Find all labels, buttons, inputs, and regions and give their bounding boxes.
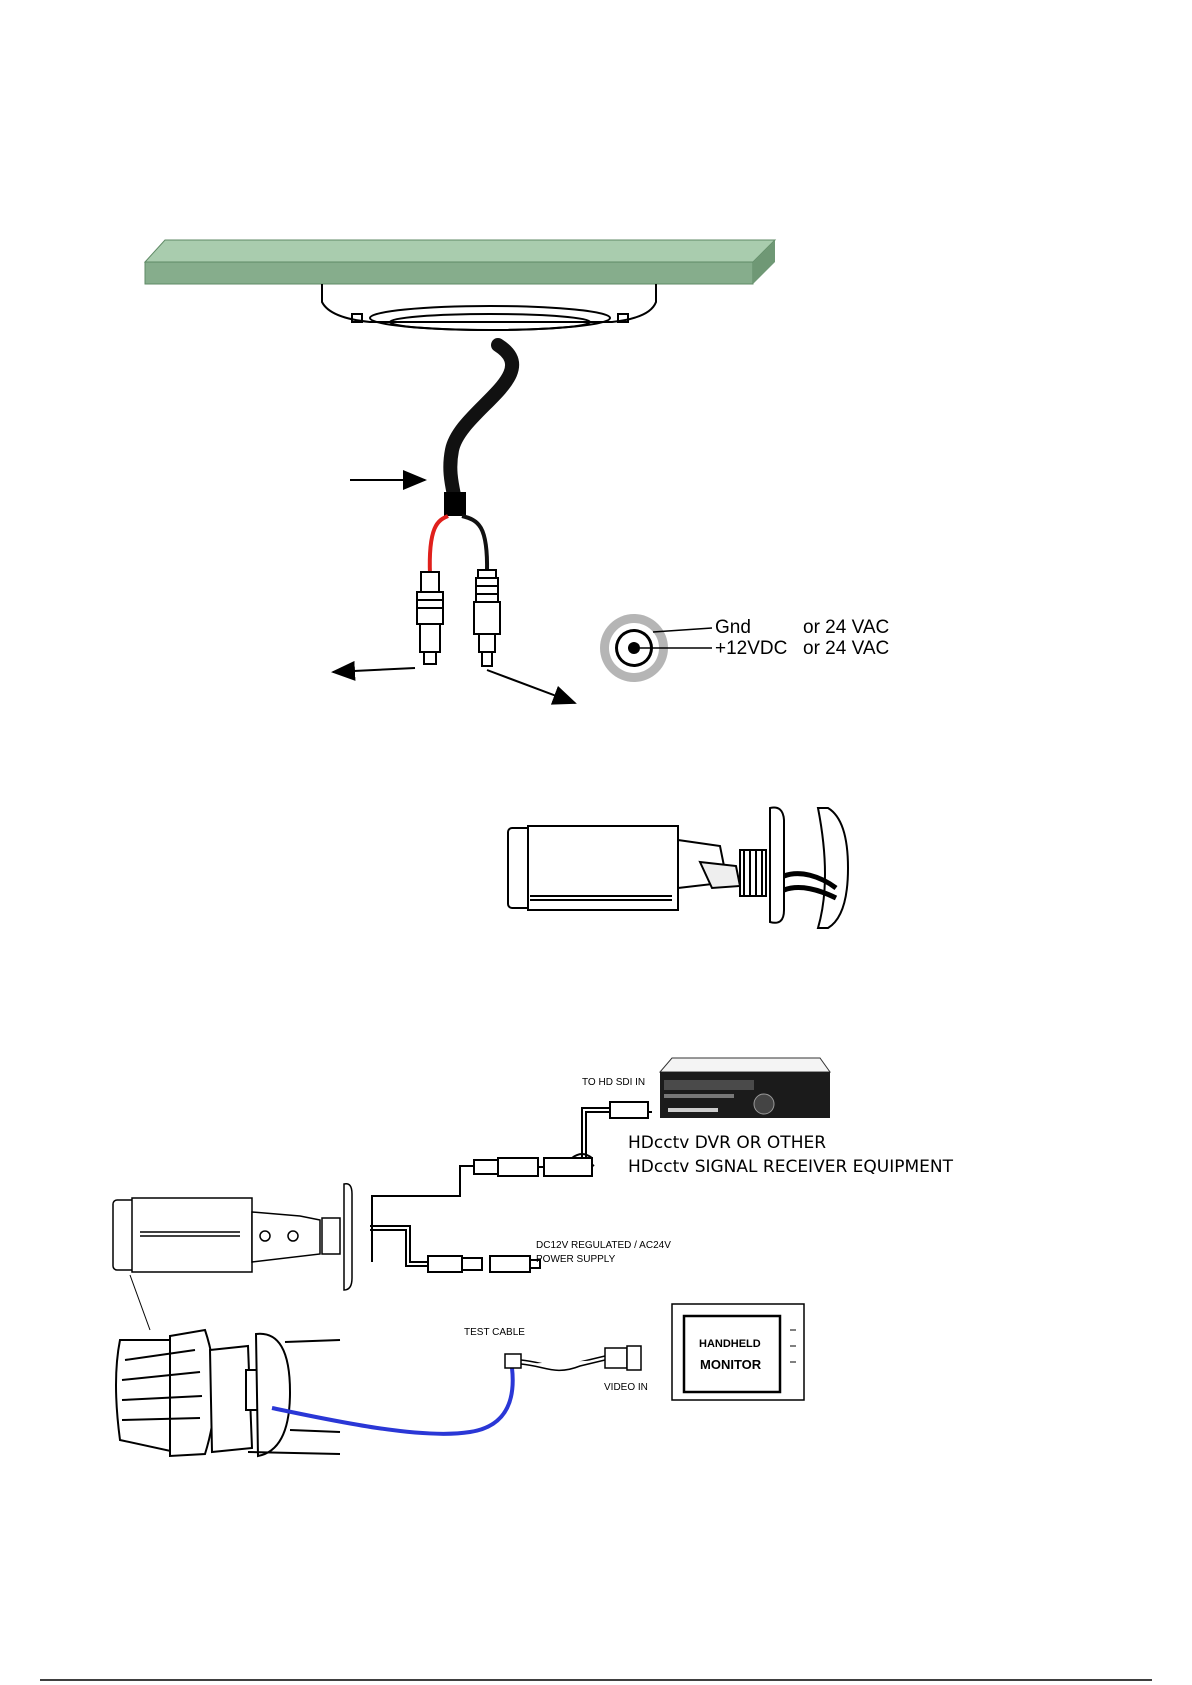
ceiling-panel: [145, 240, 775, 284]
dvr-label-line2: HDcctv SIGNAL RECEIVER EQUIPMENT: [628, 1157, 954, 1177]
mount-base: [322, 284, 656, 330]
test-cable-label: TEST CABLE: [464, 1327, 525, 1338]
camera-wiring-view: [113, 1184, 352, 1290]
bnc-connector: [417, 572, 443, 664]
ac24-label-1: or 24 VAC: [803, 617, 889, 638]
power-supply-label-line2: POWER SUPPLY: [536, 1254, 616, 1265]
gnd-label: Gnd: [715, 617, 751, 638]
test-cable-wire: [272, 1368, 513, 1434]
monitor-icon: [672, 1304, 804, 1400]
monitor-label-line1: HANDHELD: [699, 1338, 761, 1350]
dc-plug: [474, 570, 500, 666]
dc-jack-icon: [600, 614, 712, 682]
camera-side-view: [508, 808, 848, 929]
detail-leader-line: [130, 1275, 150, 1330]
to-hd-sdi-label: TO HD SDI IN: [582, 1077, 645, 1088]
video-arrow: [333, 668, 415, 672]
plus12v-label: +12VDC: [715, 638, 787, 659]
dvr-unit-icon: [660, 1058, 830, 1118]
sdi-cable: [372, 1102, 652, 1262]
dvr-label-line1: HDcctv DVR OR OTHER: [628, 1133, 826, 1153]
test-cable-connector: [505, 1346, 641, 1370]
power-supply-label-line1: DC12V REGULATED / AC24V: [536, 1240, 671, 1251]
power-arrow: [487, 670, 575, 703]
ac24-label-2: or 24 VAC: [803, 638, 889, 659]
monitor-label-line2: MONITOR: [700, 1357, 762, 1372]
power-cable: [370, 1226, 540, 1272]
camera-cable: [430, 345, 512, 575]
video-in-label: VIDEO IN: [604, 1382, 648, 1393]
camera-detail-view: [116, 1330, 340, 1456]
